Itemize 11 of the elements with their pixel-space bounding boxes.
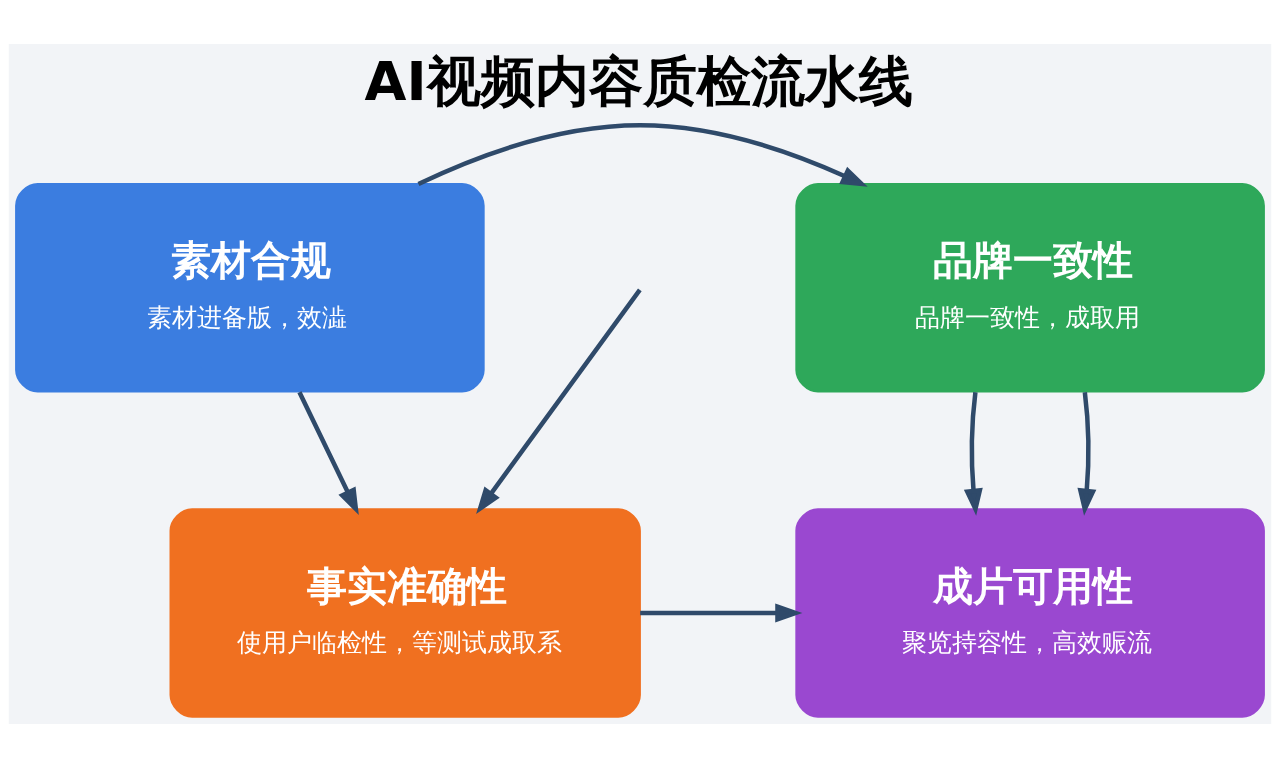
arrow <box>963 392 983 516</box>
diagram-title: AI视频内容质检流水线 <box>364 49 913 113</box>
arrow <box>417 123 868 187</box>
arrow <box>1077 391 1097 516</box>
node-box: 事实准确性 使用户临检性，等测试成取系 <box>169 508 641 718</box>
node-box: 品牌一致性 品牌一致性，成取用 <box>795 183 1265 393</box>
node-box: 素材合规 素材进备版，效澁 <box>15 183 485 393</box>
arrow <box>640 603 803 623</box>
node-box: 成片可用性 聚览持容性，高效赈流 <box>795 508 1265 718</box>
arrow <box>297 391 359 516</box>
arrow <box>476 288 642 515</box>
